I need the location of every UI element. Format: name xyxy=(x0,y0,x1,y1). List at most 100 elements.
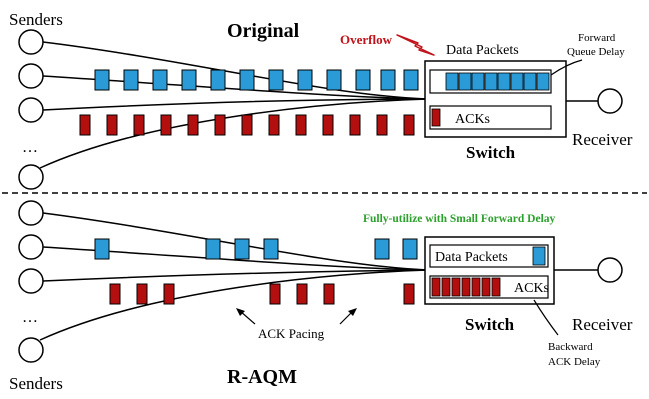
receiver-label: Receiver xyxy=(572,130,633,149)
queued-data-packet xyxy=(510,72,524,91)
sender-node xyxy=(18,337,44,363)
ack-packet xyxy=(163,283,175,305)
queued-ack-packet xyxy=(491,277,501,297)
data-packet xyxy=(94,69,110,91)
data-packet xyxy=(268,69,284,91)
ack-packets-in-flight xyxy=(79,114,415,136)
data-packet xyxy=(234,238,250,260)
ack-packet xyxy=(187,114,199,136)
utilization-note: Fully-utilize with Small Forward Delay xyxy=(363,213,556,225)
receiver-node xyxy=(597,257,623,283)
switch-label: Switch xyxy=(465,315,515,334)
queued-ack-packet xyxy=(431,108,441,127)
senders-label: Senders xyxy=(9,374,63,393)
queued-data-packet xyxy=(471,72,485,91)
arrowhead-icon xyxy=(236,308,245,316)
sender-node xyxy=(18,29,44,55)
queued-data-packet xyxy=(484,72,498,91)
data-packet xyxy=(297,69,313,91)
ack-packet xyxy=(109,283,121,305)
lightning-icon xyxy=(396,34,435,56)
sender-ellipsis: … xyxy=(22,309,38,326)
queued-data-packet xyxy=(458,72,472,91)
receiver-node xyxy=(597,88,623,114)
data-queue xyxy=(429,244,549,268)
queued-ack-packet xyxy=(481,277,491,297)
panel-title: Original xyxy=(227,20,300,42)
queued-data-packet xyxy=(523,72,537,91)
receiver-label: Receiver xyxy=(572,315,633,334)
data-packet xyxy=(239,69,255,91)
ack-queue-fill xyxy=(431,277,501,297)
overflow-label: Overflow xyxy=(340,32,393,47)
link-curve xyxy=(42,98,429,111)
ack-packet xyxy=(403,283,415,305)
ack-packet xyxy=(133,114,145,136)
backward-delay-callout xyxy=(533,299,559,336)
sender-node xyxy=(18,97,44,123)
queued-ack-packet xyxy=(451,277,461,297)
forward-delay-callout xyxy=(550,59,583,76)
data-packet xyxy=(181,69,197,91)
queued-ack-packet xyxy=(461,277,471,297)
sender-node xyxy=(18,234,44,260)
sender-ellipsis: … xyxy=(22,139,38,156)
ack-queue-fill xyxy=(431,108,441,127)
queued-ack-packet xyxy=(431,277,441,297)
data-packet xyxy=(152,69,168,91)
data-packet xyxy=(402,238,418,260)
data-queue-fill xyxy=(532,246,546,266)
data-packets-in-flight xyxy=(94,238,418,260)
ack-pacing-label: ACK Pacing xyxy=(258,326,325,341)
arrowhead-icon xyxy=(348,308,357,316)
ack-packet xyxy=(403,114,415,136)
ack-packet xyxy=(322,114,334,136)
queued-data-packet xyxy=(536,72,550,91)
ack-packet xyxy=(376,114,388,136)
ack-packet xyxy=(349,114,361,136)
ack-packet xyxy=(160,114,172,136)
ack-packet xyxy=(295,114,307,136)
data-packet xyxy=(380,69,396,91)
link-curve xyxy=(42,269,429,282)
data-packet xyxy=(326,69,342,91)
data-packet xyxy=(403,69,419,91)
data-packets-label: Data Packets xyxy=(446,43,519,58)
queued-data-packet xyxy=(445,72,459,91)
ack-packet xyxy=(268,114,280,136)
link-curve xyxy=(42,212,429,271)
switch-label: Switch xyxy=(466,143,516,162)
forward-delay-label: Queue Delay xyxy=(567,46,625,58)
backward-delay-label: Backward xyxy=(548,341,593,353)
forward-delay-label: Forward xyxy=(578,32,616,44)
acks-label: ACKs xyxy=(514,281,549,296)
queued-ack-packet xyxy=(471,277,481,297)
link-curve xyxy=(39,269,429,341)
queued-data-packet xyxy=(532,246,546,266)
sender-node xyxy=(18,200,44,226)
ack-packets-in-flight xyxy=(109,283,415,305)
senders-label: Senders xyxy=(9,10,63,29)
data-packets-label: Data Packets xyxy=(435,250,508,265)
link-curve xyxy=(39,98,429,169)
data-queue-fill xyxy=(445,72,550,91)
ack-packet xyxy=(136,283,148,305)
data-packet xyxy=(205,238,221,260)
data-packet xyxy=(263,238,279,260)
panel-title: R-AQM xyxy=(227,366,297,388)
data-packet xyxy=(94,238,110,260)
sender-node xyxy=(18,164,44,190)
backward-delay-label: ACK Delay xyxy=(548,356,601,368)
queued-ack-packet xyxy=(441,277,451,297)
queued-data-packet xyxy=(497,72,511,91)
ack-packet xyxy=(106,114,118,136)
ack-packet xyxy=(241,114,253,136)
ack-packet xyxy=(269,283,281,305)
ack-packet xyxy=(296,283,308,305)
panel-original: Senders … xyxy=(9,10,633,190)
ack-packet xyxy=(323,283,335,305)
sender-node xyxy=(18,63,44,89)
acks-label: ACKs xyxy=(455,112,490,127)
